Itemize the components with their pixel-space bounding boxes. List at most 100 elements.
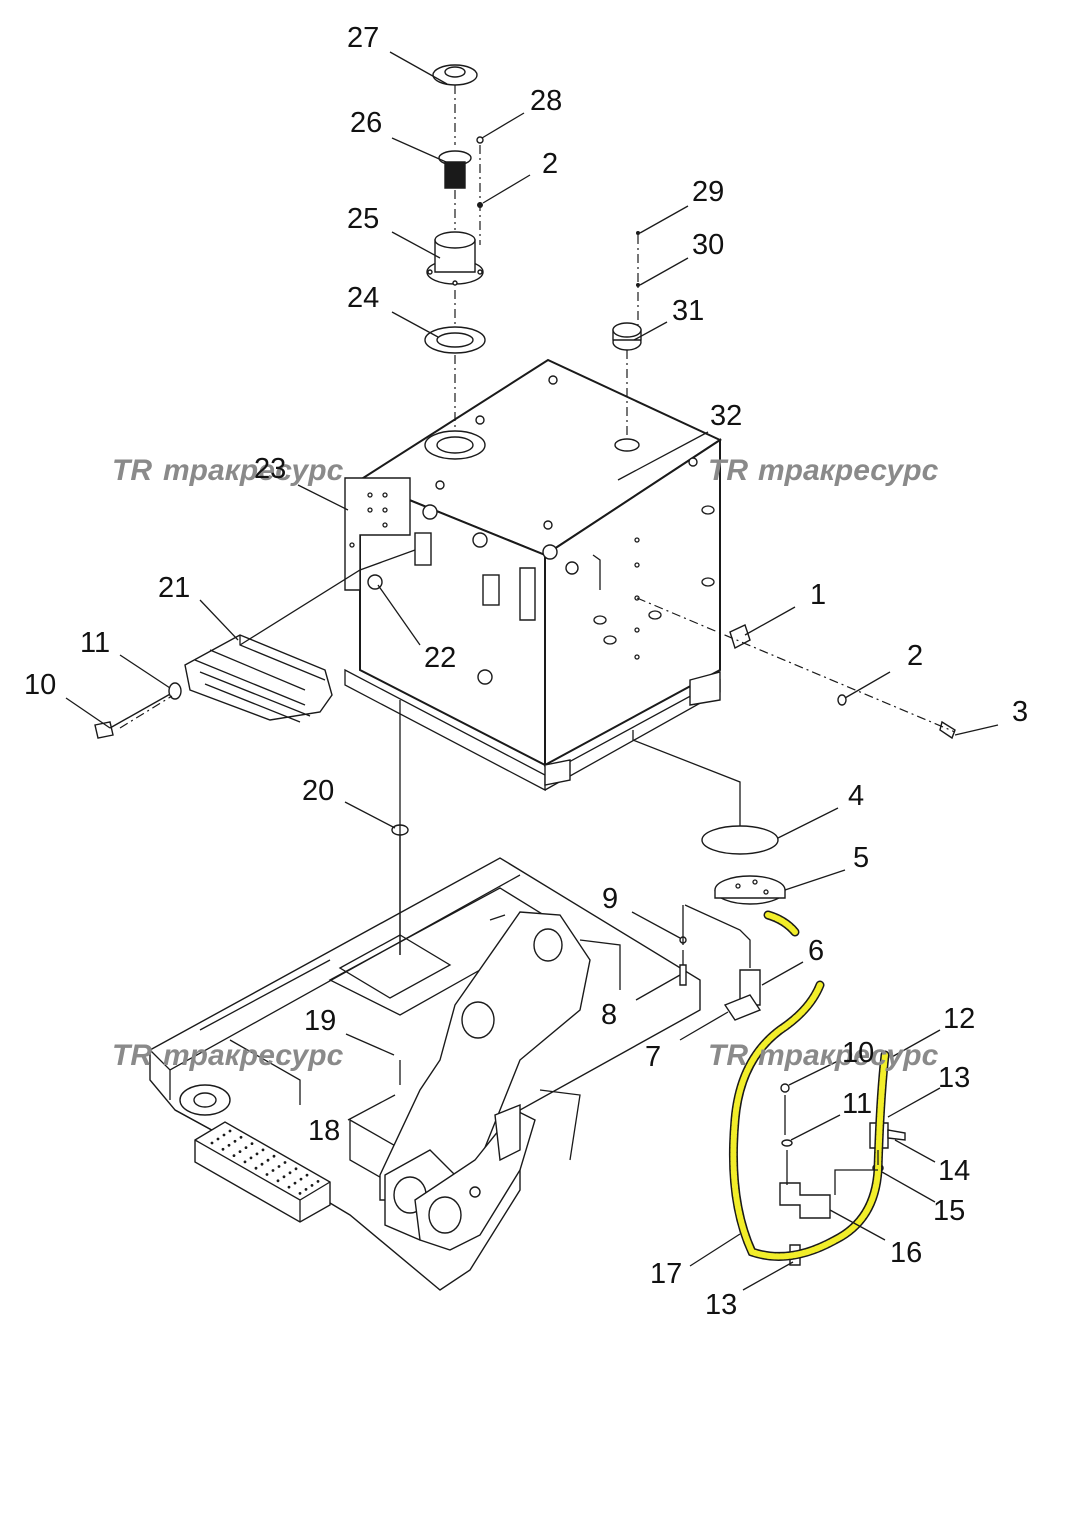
callout-5: 5 — [853, 842, 869, 874]
callout-23: 23 — [254, 453, 286, 485]
texture-dot — [283, 1161, 287, 1164]
texture-dot — [272, 1154, 276, 1158]
watermark-bottom-right: TR тракресурс — [708, 1039, 939, 1072]
texture-dot — [305, 1173, 309, 1177]
texture-dot — [239, 1135, 243, 1139]
texture-dot — [210, 1141, 214, 1145]
texture-dot — [266, 1158, 270, 1162]
watermark-text: тракресурс — [758, 1039, 939, 1072]
cap-part — [432, 64, 478, 86]
texture-dot — [304, 1188, 308, 1191]
watermark-bottom-left: TR тракресурс — [112, 1039, 344, 1072]
texture-dot — [299, 1177, 303, 1181]
clamp-part — [94, 624, 956, 836]
callout-3: 3 — [1012, 696, 1028, 728]
frame-step-plate — [194, 1121, 331, 1223]
texture-dot — [228, 1129, 232, 1133]
callout-31: 31 — [672, 295, 704, 327]
hose-wire-harness — [728, 910, 890, 1261]
texture-dot — [250, 1142, 254, 1145]
callout-8: 8 — [601, 999, 617, 1031]
texture-dot — [232, 1154, 236, 1157]
callout-11: 11 — [80, 627, 110, 659]
watermark-group: TR тракресурс TR тракресурс TR тракресур… — [112, 454, 939, 1072]
watermark-logo: TR — [708, 1039, 748, 1072]
step-assembly — [184, 634, 333, 723]
callout-21: 21 — [158, 572, 190, 604]
texture-dot — [221, 1147, 225, 1151]
callout-13: 13 — [705, 1289, 737, 1321]
callout-29: 29 — [692, 176, 724, 208]
callout-18: 18 — [308, 1115, 340, 1147]
callout-14: 14 — [938, 1155, 970, 1187]
callout-30: 30 — [692, 229, 724, 261]
callout-16: 16 — [890, 1237, 922, 1269]
callout-10: 10 — [24, 669, 56, 701]
hydraulic-tank — [344, 358, 723, 792]
assembly-lines — [119, 85, 956, 1195]
callout-19: 19 — [304, 1005, 336, 1037]
callout-27: 27 — [347, 22, 379, 54]
callout-32: 32 — [710, 400, 742, 432]
callout-17: 17 — [650, 1258, 682, 1290]
texture-dot — [244, 1146, 248, 1149]
callout-25: 25 — [347, 203, 379, 235]
texture-dot — [238, 1150, 242, 1153]
watermark-text: тракресурс — [163, 454, 344, 487]
breather-part — [612, 231, 642, 351]
texture-dot — [271, 1169, 275, 1172]
callout-13: 13 — [938, 1062, 970, 1094]
watermark-top-right: TR тракресурс — [708, 454, 939, 487]
texture-dot — [254, 1166, 258, 1170]
watermark-logo: TR — [112, 1039, 152, 1072]
callout-1: 1 — [810, 579, 826, 611]
callout-12: 12 — [943, 1003, 975, 1035]
callout-7: 7 — [645, 1041, 661, 1073]
texture-dot — [216, 1137, 220, 1141]
texture-dot — [282, 1175, 286, 1179]
boom-bracket — [379, 911, 621, 1251]
filler-neck-part — [426, 231, 484, 286]
texture-dot — [227, 1143, 231, 1147]
texture-dot — [255, 1152, 259, 1156]
texture-dot — [243, 1160, 247, 1164]
callout-28: 28 — [530, 85, 562, 117]
callout-9: 9 — [602, 883, 618, 915]
callout-24: 24 — [347, 282, 379, 314]
texture-dot — [265, 1173, 269, 1176]
leader-lines — [65, 51, 999, 1291]
texture-dot — [260, 1162, 264, 1166]
texture-dot — [298, 1192, 302, 1195]
callout-2: 2 — [542, 148, 558, 180]
texture-dot — [261, 1148, 265, 1152]
step-plate-texture — [210, 1129, 320, 1195]
watermark-text: тракресурс — [758, 454, 939, 487]
callout-4: 4 — [848, 780, 864, 812]
strainer-part — [438, 150, 472, 189]
texture-dot — [316, 1180, 320, 1183]
texture-dot — [249, 1156, 253, 1160]
callout-labels: 27 28 26 2 29 25 30 24 31 32 23 21 1 11 … — [24, 22, 1028, 1321]
callout-22: 22 — [424, 642, 456, 674]
texture-dot — [293, 1181, 297, 1185]
texture-dot — [233, 1139, 237, 1143]
callout-2: 2 — [907, 640, 923, 672]
watermark-top-left: TR тракресурс — [112, 454, 344, 487]
texture-dot — [287, 1185, 291, 1189]
callout-26: 26 — [350, 107, 382, 139]
watermark-logo: TR — [112, 454, 152, 487]
gasket-part — [424, 326, 486, 354]
texture-dot — [294, 1167, 298, 1171]
callout-6: 6 — [808, 935, 824, 967]
callout-20: 20 — [302, 775, 334, 807]
callout-10: 10 — [842, 1037, 874, 1069]
texture-dot — [276, 1179, 280, 1183]
texture-dot — [277, 1165, 281, 1168]
callout-11: 11 — [842, 1088, 872, 1120]
watermark-logo: TR — [708, 454, 748, 487]
texture-dot — [310, 1184, 314, 1187]
texture-dot — [288, 1171, 292, 1175]
texture-dot — [222, 1133, 226, 1137]
watermark-text: тракресурс — [163, 1039, 344, 1072]
